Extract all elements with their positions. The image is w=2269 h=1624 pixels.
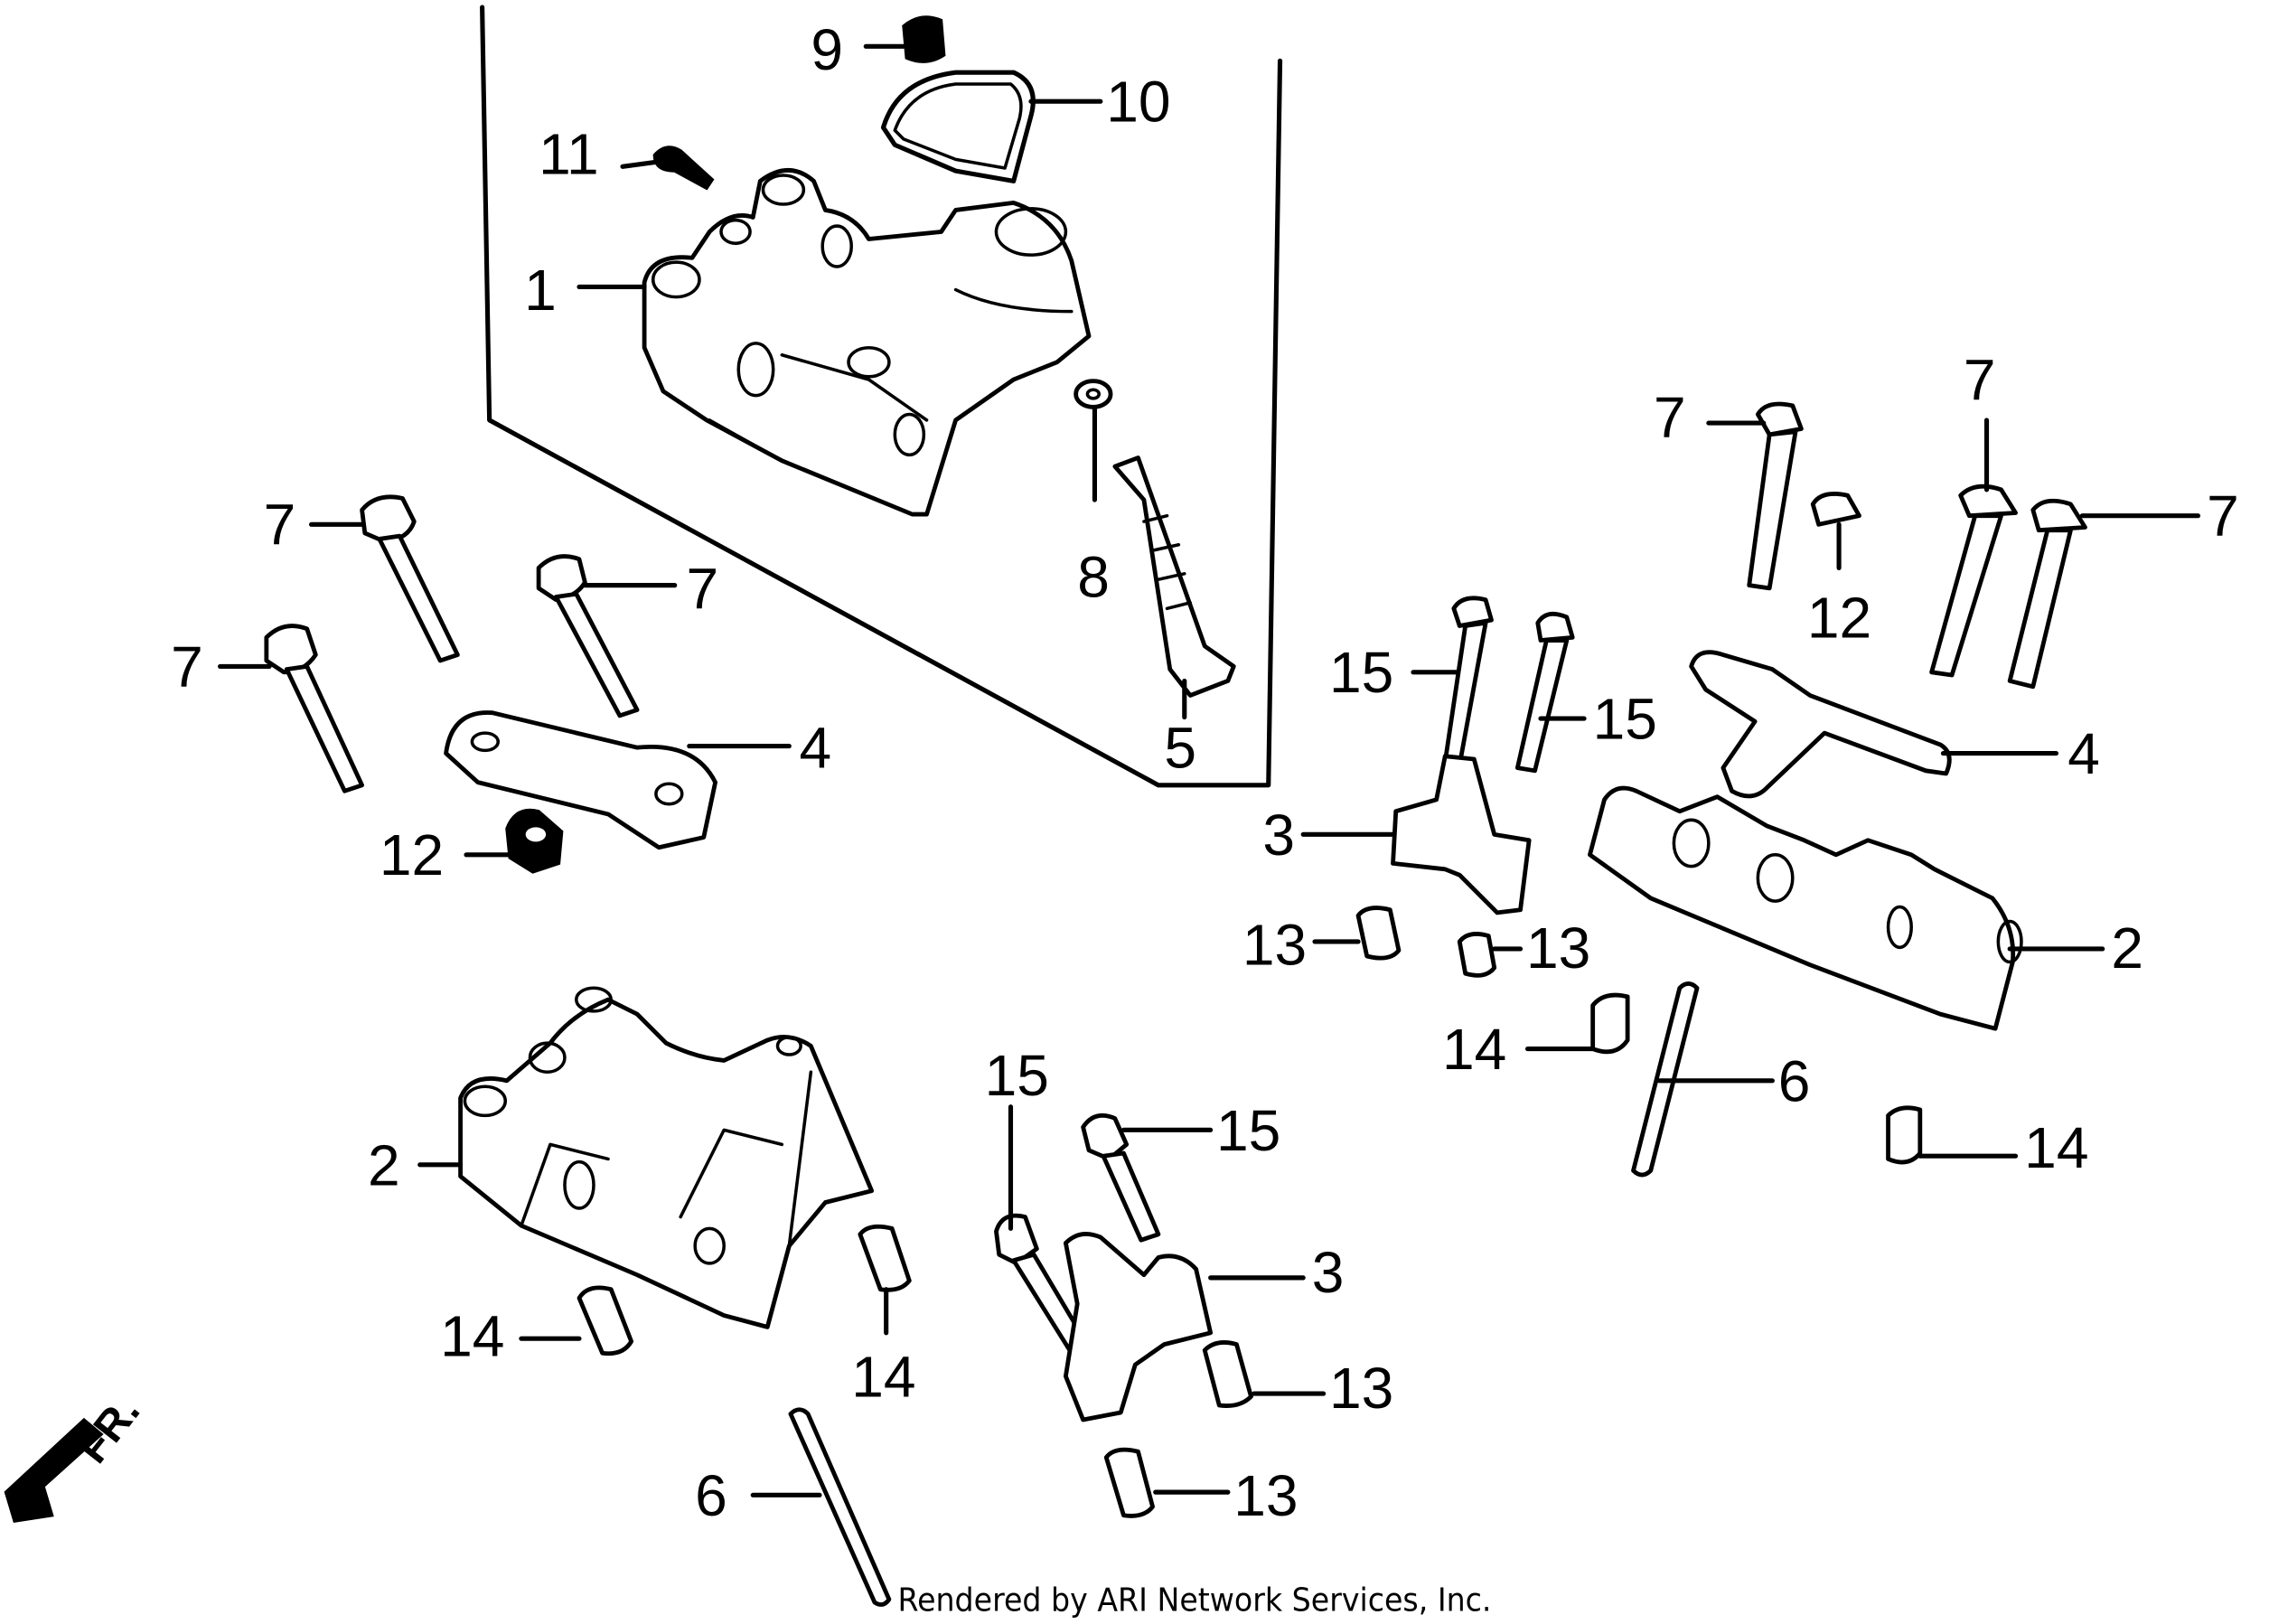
callout-13-lower-a[interactable]: 13 <box>1329 1356 1393 1421</box>
part-8-washer[interactable] <box>1074 379 1113 409</box>
callout-15-right-a[interactable]: 15 <box>1329 640 1393 705</box>
callout-13-right-b[interactable]: 13 <box>1526 915 1590 981</box>
callout-6-lower[interactable]: 6 <box>695 1463 727 1528</box>
callout-7-left-b[interactable]: 7 <box>687 556 719 621</box>
callout-7-left-a[interactable]: 7 <box>264 493 296 558</box>
part-7-bolt-right-c[interactable] <box>2007 498 2087 690</box>
callout-12-right[interactable]: 12 <box>1807 585 1871 650</box>
callout-7-left-c[interactable]: 7 <box>171 634 203 699</box>
part-14-pin-lower-b[interactable] <box>858 1224 912 1292</box>
part-13-cap-right-b[interactable] <box>1457 932 1497 978</box>
callout-1[interactable]: 1 <box>524 258 557 323</box>
callout-4-right[interactable]: 4 <box>2067 721 2100 786</box>
part-7-bolt-right-a[interactable] <box>1747 401 1804 591</box>
part-12-nut-left[interactable] <box>505 808 564 874</box>
part-10-gasket[interactable] <box>880 70 1036 183</box>
callout-4-left[interactable]: 4 <box>800 716 832 781</box>
fr-label: FR. <box>68 1387 149 1472</box>
part-6-stud-lower[interactable] <box>788 1407 892 1607</box>
part-7-bolt-right-b[interactable] <box>1929 483 2018 678</box>
part-14-pin-right-a[interactable] <box>1590 992 1630 1055</box>
callout-14-right-a[interactable]: 14 <box>1442 1017 1506 1082</box>
part-13-cap-lower-a[interactable] <box>1202 1340 1253 1408</box>
arrow-icon <box>4 1417 104 1523</box>
part-7-bolt-left-c[interactable] <box>264 624 365 793</box>
part-5-gear-shaft[interactable] <box>1112 455 1236 698</box>
front-direction-arrow: FR. <box>4 1387 149 1523</box>
part-2-holder-lower[interactable] <box>458 986 875 1329</box>
callout-7-right-b[interactable]: 7 <box>1964 347 1996 412</box>
callout-15-lower-a[interactable]: 15 <box>985 1043 1049 1108</box>
callout-2-right[interactable]: 2 <box>2111 915 2143 981</box>
callout-labels: 9 10 11 1 8 5 7 7 7 4 12 7 7 7 12 15 15 … <box>171 17 2239 1528</box>
callout-7-right-c[interactable]: 7 <box>2207 483 2239 549</box>
callout-14-lower-b[interactable]: 14 <box>851 1344 915 1409</box>
callout-10[interactable]: 10 <box>1106 70 1170 135</box>
part-13-cap-lower-b[interactable] <box>1103 1447 1155 1518</box>
callout-9[interactable]: 9 <box>811 17 843 82</box>
part-4-plate-left[interactable] <box>444 710 718 850</box>
callout-15-lower-b[interactable]: 15 <box>1216 1098 1280 1163</box>
part-15-bolt-right-b[interactable] <box>1514 611 1575 774</box>
callout-12-left[interactable]: 12 <box>380 822 444 887</box>
callout-13-right-a[interactable]: 13 <box>1242 913 1307 978</box>
part-15-bolt-right-a[interactable] <box>1442 596 1494 767</box>
part-14-pin-right-b[interactable] <box>1886 1105 1923 1165</box>
callout-2-lower[interactable]: 2 <box>368 1132 400 1197</box>
callout-14-lower-a[interactable]: 14 <box>440 1303 504 1368</box>
part-14-pin-lower-a[interactable] <box>577 1285 634 1356</box>
part-15-bolt-lower-a[interactable] <box>994 1213 1092 1356</box>
part-1-head-cover[interactable] <box>642 168 1092 517</box>
part-12-nut-right[interactable] <box>1810 492 1861 527</box>
part-7-bolt-left-b[interactable] <box>536 554 640 718</box>
callout-15-right-b[interactable]: 15 <box>1593 687 1657 752</box>
callout-3-right[interactable]: 3 <box>1262 803 1295 868</box>
part-4-plate-right[interactable] <box>1689 650 1952 799</box>
part-7-bolt-left-a[interactable] <box>360 494 460 663</box>
callout-8[interactable]: 8 <box>1077 544 1110 609</box>
watermark: Rendered by ARI Network Services, Inc. <box>898 1582 1492 1619</box>
part-3-rocker-lower[interactable] <box>1063 1231 1214 1422</box>
callout-5[interactable]: 5 <box>1164 716 1196 781</box>
assembly-frame <box>480 5 1283 788</box>
part-2-holder-right[interactable] <box>1588 785 2023 1031</box>
part-13-cap-right-a[interactable] <box>1355 906 1402 961</box>
part-15-bolt-lower-b[interactable] <box>1081 1112 1161 1243</box>
part-3-rocker-right[interactable] <box>1391 754 1532 915</box>
callout-3-lower[interactable]: 3 <box>1312 1240 1345 1305</box>
callout-11[interactable]: 11 <box>539 121 599 186</box>
part-9-cap[interactable] <box>902 15 946 63</box>
callout-14-right-b[interactable]: 14 <box>2024 1115 2088 1180</box>
callout-7-right-a[interactable]: 7 <box>1654 385 1686 450</box>
leader-lines <box>218 43 2201 1497</box>
callout-13-lower-b[interactable]: 13 <box>1233 1463 1298 1528</box>
callout-6-right[interactable]: 6 <box>1778 1048 1811 1113</box>
part-11-bolt[interactable] <box>652 146 715 191</box>
